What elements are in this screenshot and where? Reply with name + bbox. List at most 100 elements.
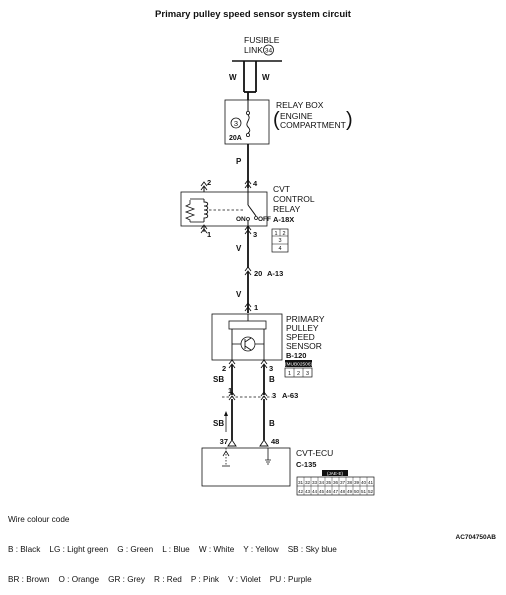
ecu-conn-pin: 31 [298,480,304,485]
joint-pin-3: 3 [272,391,276,400]
sensor-arrow-3-top [260,359,268,365]
fusible-link-label2: LINK [244,45,263,55]
joint-arrow-right-bot [260,395,268,401]
sensor-conn-pin1: 1 [288,371,291,377]
ecu-conn-pin: 32 [305,480,311,485]
junction-pin: 20 [254,269,262,278]
junction-connector-id: A-13 [267,269,283,278]
relay-off-label: OFF [258,216,271,223]
sensor-element [228,320,267,330]
ecu-conn-pin: 47 [333,489,339,494]
sensor-connector-id: B-120 [286,351,306,360]
sensor-code-box [285,360,312,367]
relay-box-paren-open: ( [273,109,280,131]
relay-coil-resistor-icon [184,200,196,222]
relay-coil-icon [203,199,209,222]
ecu-connector-header: (JAE-E) [327,471,344,476]
relay-box-paren-close: ) [346,109,353,131]
relay-pin-3: 3 [253,230,257,239]
ecu-conn-pin: 51 [361,489,367,494]
relay-box-frame [224,99,270,145]
fusible-link-number-badge [263,44,274,56]
fuse-amp: 20A [229,135,242,142]
relay-box-engine: ENGINE [280,111,313,121]
wire-color-w-right: W [262,73,270,82]
relay-box-compartment: COMPARTMENT [280,120,346,130]
wire-color-sb-upper: SB [213,375,224,384]
ecu-conn-pin: 44 [312,489,318,494]
junction-arrow-top [244,266,252,272]
sensor-pin-3: 3 [269,364,273,373]
sensor-code: (MUB02506) [285,362,313,368]
ecu-name: CVT-ECU [296,448,333,458]
relay-conn-pin1: 1 [274,231,277,237]
fuse-terminal-top [245,111,250,116]
relay-contact-off [254,216,258,220]
sensor-arrow-3-bot [260,363,268,369]
joint-pin-1: 1 [228,386,232,395]
junction-arrow-bot [244,270,252,276]
sensor-arrow-1-top [244,302,252,308]
ecu-conn-pin: 41 [368,480,374,485]
sensor-arrow-1-bot [244,306,252,312]
relay-connector-id: A-18X [273,215,294,224]
connector-arrow-1-bot [200,228,208,234]
relay-label-cvt: CVT [273,184,290,194]
relay-pin-2: 2 [207,178,211,187]
relay-pin-1: 1 [207,230,211,239]
sensor-arrow-2-bot [228,363,236,369]
sensor-conn-pin3: 3 [306,371,309,377]
fuse-element-icon [246,114,251,134]
ecu-arrow-37 [227,439,237,447]
ecu-conn-pin: 45 [319,489,325,494]
joint-arrow-right-top [260,391,268,397]
ecu-input-arrow-37 [222,450,230,457]
relay-label-control: CONTROL [273,194,315,204]
ecu-conn-pin: 42 [298,489,304,494]
ecu-conn-pin: 48 [340,489,346,494]
sensor-frame [211,313,283,361]
ecu-conn-pin: 33 [312,480,318,485]
ecu-connector-id: C-135 [296,460,316,469]
sensor-connector-face [284,367,313,378]
fuse-number-badge [230,117,242,129]
connector-arrow-1-top [200,224,208,230]
fusible-link-label: FUSIBLE [244,35,280,45]
sensor-label-primary: PRIMARY [286,314,325,324]
ecu-frame [201,447,291,487]
relay-label-relay: RELAY [273,204,301,214]
ecu-connector-header-box [322,470,348,476]
ecu-conn-pin: 39 [354,480,360,485]
sensor-pin-2: 2 [222,364,226,373]
ecu-arrow-48 [259,439,269,447]
relay-conn-pin3: 3 [278,238,281,244]
ecu-conn-pin: 43 [305,489,311,494]
ecu-conn-pin: 36 [333,480,339,485]
wire-color-sb-lower: SB [213,419,224,428]
ecu-conn-pin: 40 [361,480,367,485]
wire-color-b-upper: B [269,375,275,384]
ecu-conn-pin: 49 [347,489,353,494]
wire-color-v-lower: V [236,290,242,299]
relay-conn-pin2: 2 [282,231,285,237]
joint-connector-id: A-63 [282,391,298,400]
relay-switch-blade [247,204,257,217]
relay-contact-on [246,217,250,221]
ecu-pin-48: 48 [271,437,279,446]
ecu-conn-pin: 46 [326,489,332,494]
sensor-transistor-icon [240,336,256,352]
ecu-pin-37: 37 [220,437,228,446]
sensor-transistor-c [244,337,252,343]
fuse-number: 3 [234,119,238,128]
sensor-pin-1: 1 [254,303,258,312]
connector-arrow-2-top [200,181,208,187]
ecu-conn-pin: 37 [340,480,346,485]
relay-on-label: ON [236,216,246,223]
ecu-conn-pin: 52 [368,489,374,494]
joint-arrow-left-bot [228,395,236,401]
wire-color-v-upper: V [236,244,242,253]
legend-line-2: BR : Brown O : Orange GR : Grey R : Red … [8,575,312,584]
fusible-link-number: 34 [265,48,273,55]
connector-arrow-4-top [244,179,252,185]
